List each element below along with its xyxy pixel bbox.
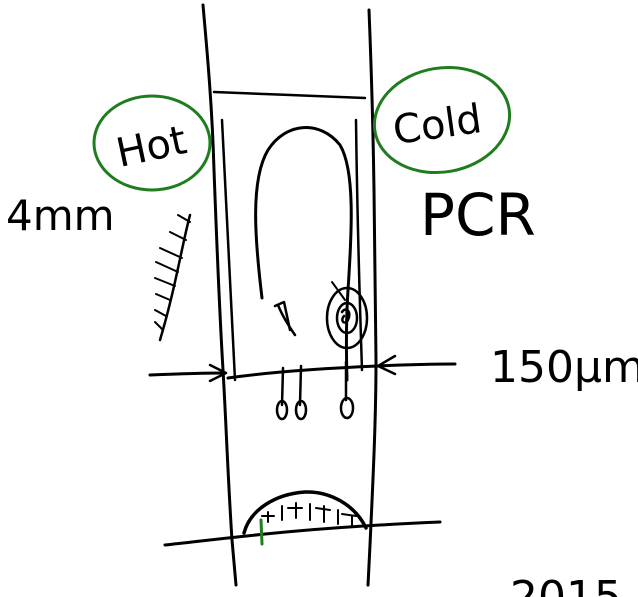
cold-label: Cold <box>390 96 484 154</box>
length-dimension <box>155 215 190 340</box>
top-boundary <box>214 92 365 98</box>
inner-walls <box>222 120 362 380</box>
hot-label: Hot <box>112 117 190 177</box>
convection-loop <box>256 128 352 380</box>
cold-label-group: Cold <box>366 57 518 183</box>
bottom-right-label: 2015 <box>510 572 622 597</box>
chamber-length-label: 4mm <box>6 191 115 240</box>
pcr-label: PCR <box>420 181 536 249</box>
gap-dimension <box>150 356 455 381</box>
gap-width-label: 150µm <box>490 342 638 393</box>
hot-label-group: Hot <box>94 96 210 190</box>
bottom-heater <box>165 492 440 545</box>
